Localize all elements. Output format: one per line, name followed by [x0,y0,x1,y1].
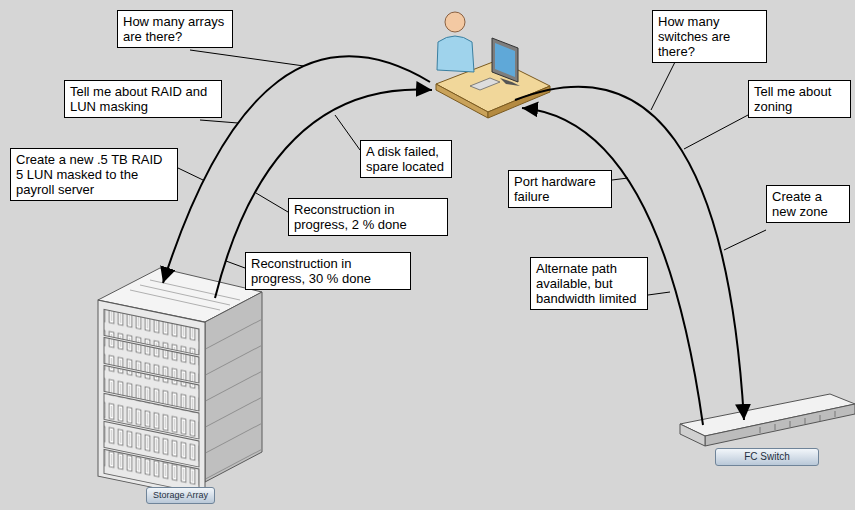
callout-text: A disk failed, spare located [366,144,446,174]
callout-box: Alternate path available, but bandwidth … [530,257,648,310]
response-arc [522,108,703,425]
callout-box: Reconstruction in progress, 2 % done [288,198,448,236]
callout-text: Tell me about RAID and LUN masking [70,84,216,114]
flow-arcs [163,56,744,425]
callout-text: Port hardware failure [514,174,606,204]
callout-text: Create a new zone [772,189,844,219]
callout-box: Tell me about RAID and LUN masking [64,80,222,118]
fc-switch [680,394,855,446]
callout-text: Reconstruction in progress, 2 % done [294,202,442,232]
callout-text: Reconstruction in progress, 30 % done [251,256,405,286]
device-label: Storage Array [146,487,215,504]
callout-text: How many switches are there? [658,14,761,59]
callout-box: Create a new zone [766,185,850,223]
callout-box: Tell me about zoning [748,80,851,118]
callout-box: Port hardware failure [508,170,612,208]
callout-text: Tell me about zoning [754,84,845,114]
callout-box: Reconstruction in progress, 30 % done [245,252,411,290]
callout-text: How many arrays are there? [123,14,227,44]
callout-box: How many switches are there? [652,10,767,63]
callout-text: Alternate path available, but bandwidth … [536,261,642,306]
device-name: Storage Array [153,490,208,501]
callout-text: Create a new .5 TB RAID 5 LUN masked to … [16,152,172,197]
device-label: FC Switch [715,448,819,466]
request-arc [515,87,744,420]
device-name: FC Switch [722,451,812,463]
administrator-desk [436,12,550,118]
storage-array [98,268,262,498]
response-arc [215,90,432,298]
callout-box: A disk failed, spare located [360,140,452,178]
leader-lines [178,50,766,295]
callout-box: How many arrays are there? [117,10,233,48]
callout-box: Create a new .5 TB RAID 5 LUN masked to … [10,148,178,201]
